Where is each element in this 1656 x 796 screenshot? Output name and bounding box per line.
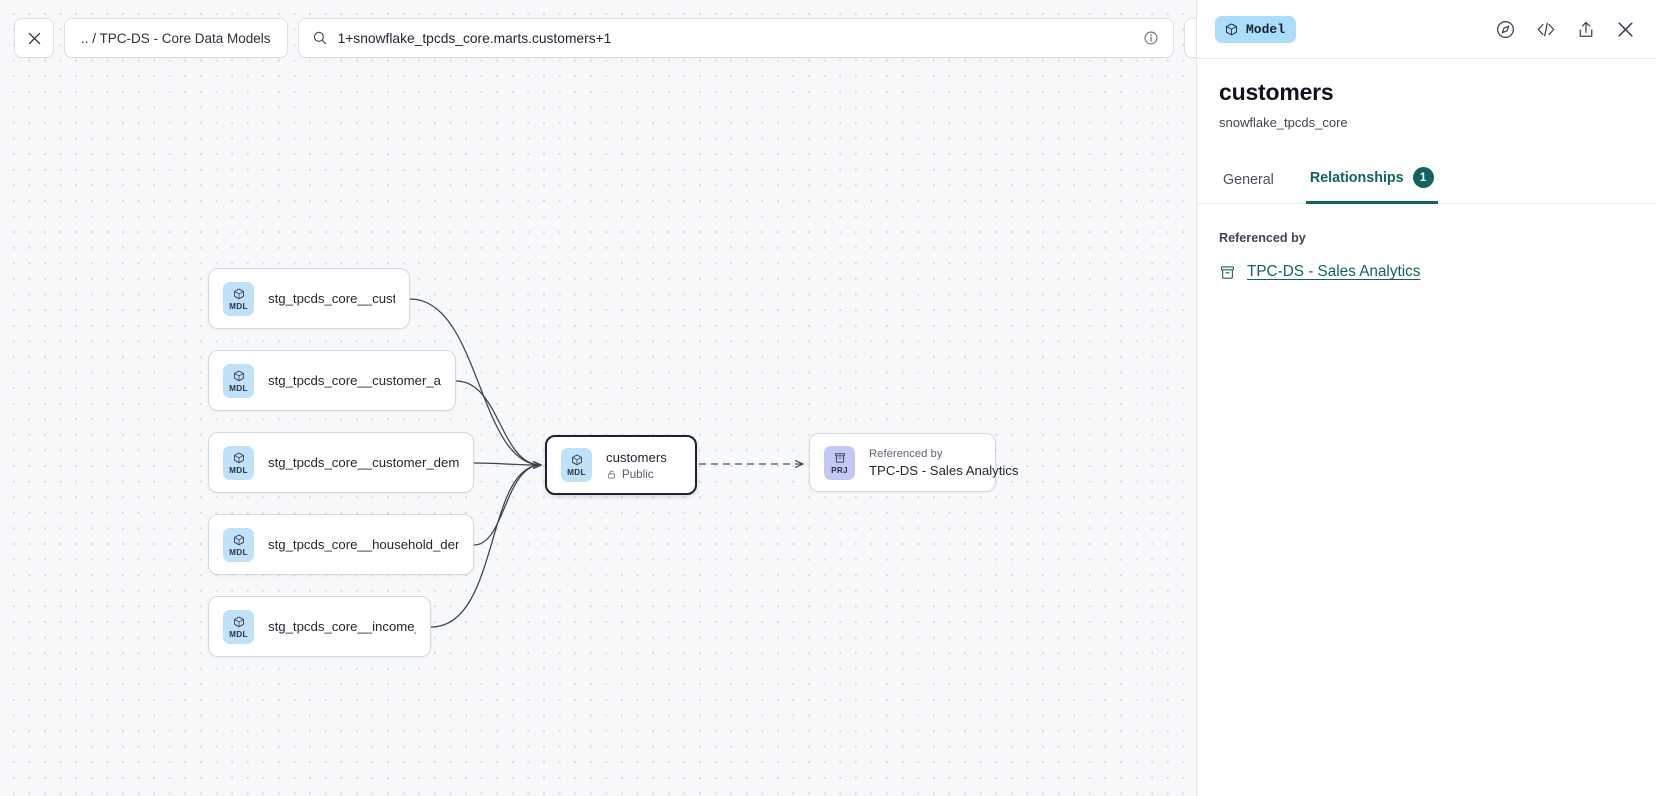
- project-box-icon: [834, 452, 845, 463]
- lineage-canvas[interactable]: .. / TPC-DS - Core Data Models: [0, 0, 1196, 796]
- lock-open-icon: [608, 470, 615, 478]
- panel-actions: [1495, 19, 1636, 40]
- node-type-badge: MDL: [223, 445, 254, 480]
- tab-relationships[interactable]: Relationships 1: [1305, 157, 1438, 204]
- cube-icon: [233, 288, 244, 299]
- node-type-label: MDL: [567, 468, 586, 477]
- node-type-label: MDL: [229, 301, 248, 311]
- panel-body: Referenced by TPC-DS - Sales Analytics: [1197, 204, 1656, 281]
- close-icon: [28, 32, 40, 44]
- node-type-label: MDL: [229, 465, 248, 475]
- asset-type-chip[interactable]: Model: [1215, 15, 1297, 43]
- list-item[interactable]: TPC-DS - Sales Analytics: [1219, 263, 1634, 281]
- graph-node-n4[interactable]: MDL stg_tpcds_core__household_demogr…: [208, 514, 474, 575]
- refresh-icon: [1195, 29, 1196, 47]
- panel-tabs: General Relationships 1: [1197, 157, 1656, 204]
- code-icon: [1537, 22, 1555, 36]
- search-icon: [313, 31, 326, 45]
- search-bar[interactable]: [297, 18, 1174, 58]
- node-type-label: MDL: [229, 629, 248, 639]
- node-type-badge: MDL: [223, 609, 254, 644]
- node-type-badge: MDL: [561, 448, 592, 482]
- explore-icon: [1497, 20, 1514, 38]
- cube-icon: [233, 452, 244, 463]
- node-visibility: Public: [606, 468, 667, 481]
- graph-node-n3[interactable]: MDL stg_tpcds_core__customer_demogra…: [208, 432, 474, 493]
- node-type-label: PRJ: [831, 465, 848, 475]
- node-label: stg_tpcds_core__customer_address: [268, 373, 441, 388]
- node-label: stg_tpcds_core__customer_demogra…: [268, 455, 459, 470]
- referenced-by-label: Referenced by: [1219, 231, 1306, 245]
- node-kicker: Referenced by: [869, 447, 943, 460]
- node-type-badge: MDL: [223, 363, 254, 398]
- refresh-button[interactable]: [1183, 18, 1196, 58]
- search-input[interactable]: [337, 30, 1133, 46]
- view-code-button[interactable]: [1535, 19, 1557, 40]
- node-visibility-label: Public: [622, 467, 654, 481]
- node-type-label: MDL: [229, 383, 248, 393]
- graph-node-n7[interactable]: PRJ Referenced by TPC-DS - Sales Analytics: [809, 433, 1019, 492]
- details-panel: Model: [1196, 0, 1656, 796]
- info-circle-icon[interactable]: [1143, 30, 1159, 46]
- tab-general-label: General: [1223, 172, 1274, 188]
- graph-node-n1[interactable]: MDL stg_tpcds_core__customer: [208, 268, 410, 329]
- panel-subtitle: snowflake_tpcds_core: [1219, 115, 1348, 130]
- cube-icon: [233, 534, 244, 545]
- node-label: stg_tpcds_core__household_demogr…: [268, 537, 459, 552]
- panel-toolbar: Model: [1197, 0, 1656, 58]
- graph-node-n5[interactable]: MDL stg_tpcds_core__income_band: [208, 596, 431, 657]
- node-type-badge: PRJ: [824, 445, 855, 480]
- node-type-badge: MDL: [223, 281, 254, 316]
- cube-icon: [1226, 22, 1237, 35]
- close-icon: [1618, 21, 1633, 37]
- share-icon: [1579, 21, 1593, 37]
- share-button[interactable]: [1576, 19, 1596, 40]
- referenced-by-link[interactable]: TPC-DS - Sales Analytics: [1247, 263, 1421, 280]
- explore-button[interactable]: [1495, 19, 1516, 40]
- page-title: customers: [1219, 79, 1334, 105]
- panel-top-divider: [1197, 58, 1656, 59]
- panel-header: customers snowflake_tpcds_core: [1197, 59, 1656, 130]
- node-title: customers: [606, 449, 667, 465]
- graph-node-n2[interactable]: MDL stg_tpcds_core__customer_address: [208, 350, 456, 411]
- lineage-edges: [409, 298, 1196, 628]
- node-title: TPC-DS - Sales Analytics: [869, 462, 1019, 478]
- asset-type-label: Model: [1246, 21, 1286, 37]
- tab-relationships-label: Relationships: [1309, 169, 1404, 186]
- project-box-icon: [1220, 265, 1235, 279]
- cube-icon: [571, 454, 582, 466]
- canvas-toolbar: .. / TPC-DS - Core Data Models: [14, 18, 1196, 58]
- tab-general[interactable]: General: [1219, 162, 1278, 204]
- close-lineage-button[interactable]: [14, 18, 54, 58]
- breadcrumb[interactable]: .. / TPC-DS - Core Data Models: [64, 18, 288, 58]
- status-badge: 1: [1412, 167, 1434, 188]
- cube-icon: [233, 370, 244, 381]
- node-label: stg_tpcds_core__income_band: [268, 619, 416, 634]
- cube-icon: [233, 616, 244, 627]
- node-type-label: MDL: [229, 547, 248, 557]
- close-panel-button[interactable]: [1615, 19, 1636, 40]
- node-label: stg_tpcds_core__customer: [268, 291, 395, 306]
- node-type-badge: MDL: [223, 527, 254, 562]
